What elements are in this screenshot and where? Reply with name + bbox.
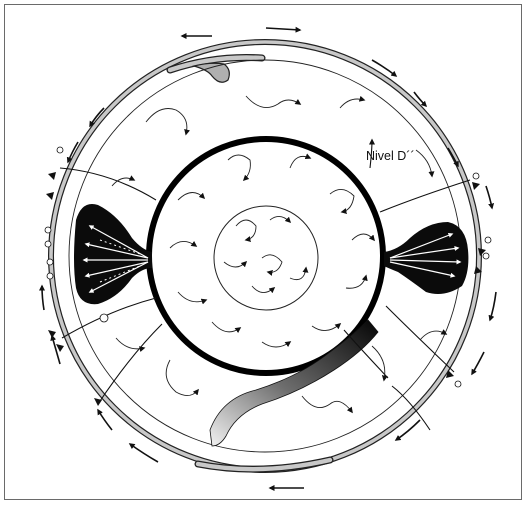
inner-core-convection-arrows xyxy=(224,216,306,292)
inner-core xyxy=(214,206,318,310)
subducting-slab-top xyxy=(194,63,229,82)
deep-slab xyxy=(210,320,378,446)
left-plume xyxy=(74,204,152,304)
right-plume xyxy=(384,222,468,294)
nivel-d2-label: Nivel D´´ xyxy=(366,149,415,163)
outer-core-convection-arrows xyxy=(170,155,374,347)
